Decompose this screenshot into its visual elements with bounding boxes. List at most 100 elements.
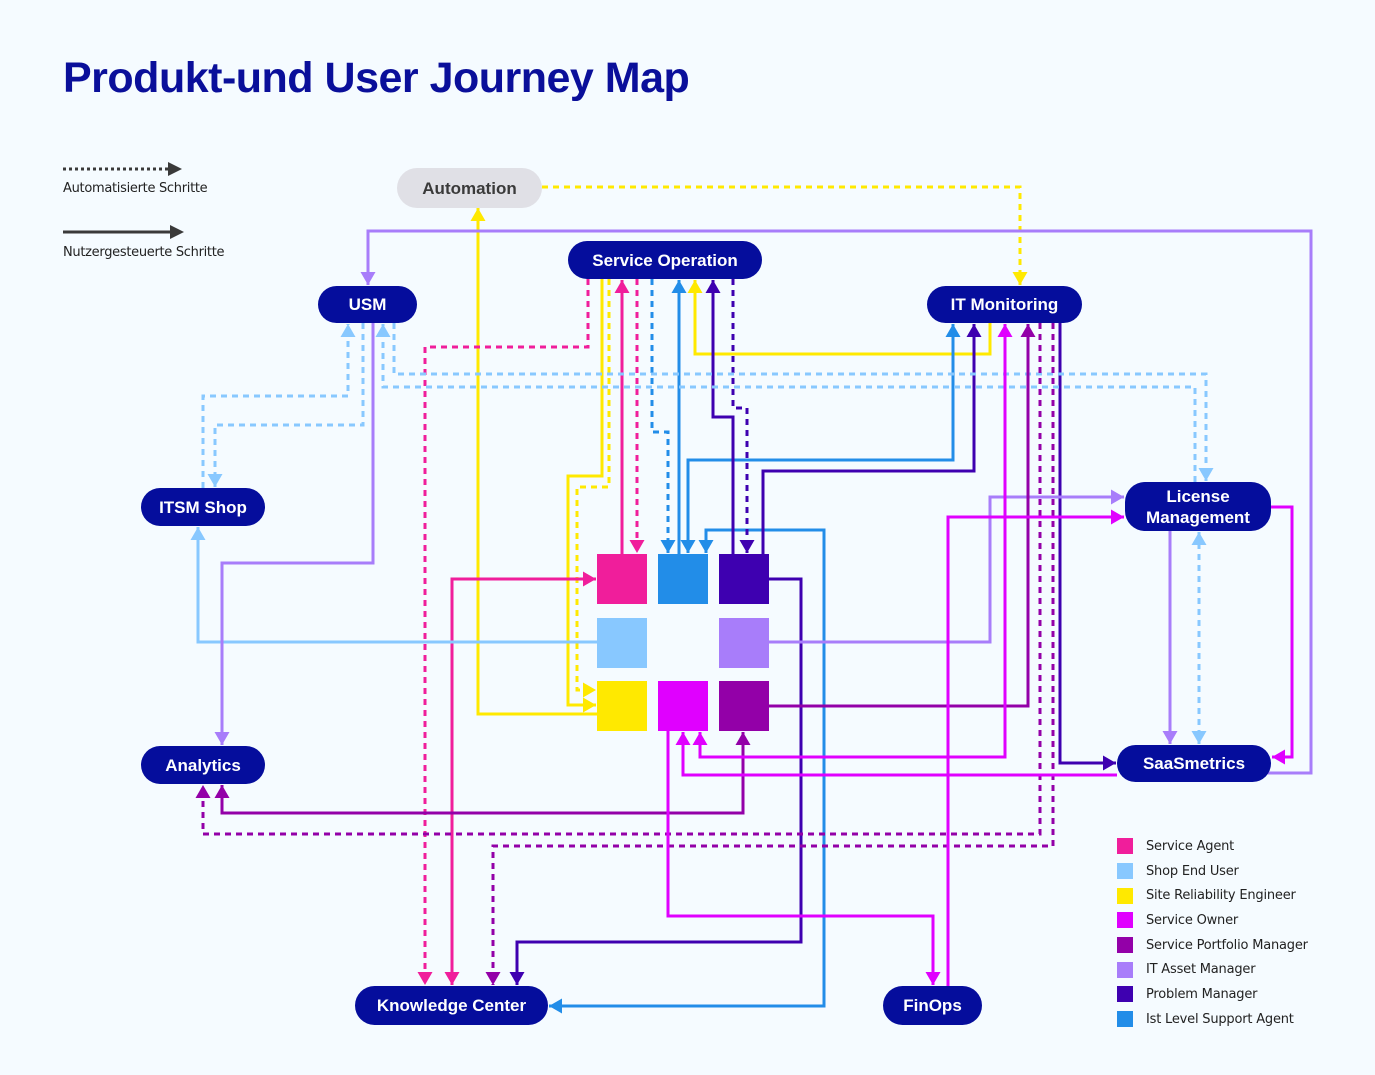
automated-steps-label: Automatisierte Schritte xyxy=(63,181,208,196)
arrowhead-icon xyxy=(1111,489,1124,505)
role-legend-label: Problem Manager xyxy=(1146,986,1258,1002)
connector-line xyxy=(666,731,935,985)
role-square-so xyxy=(658,681,708,731)
connector-line xyxy=(220,323,375,745)
connector-c3 xyxy=(566,279,604,713)
arrowhead-icon xyxy=(1272,749,1285,765)
user-step-arrowhead-icon xyxy=(170,225,184,239)
role-square-itam xyxy=(719,618,769,668)
arrowhead-icon xyxy=(195,785,211,798)
connector-line xyxy=(201,323,1042,836)
role-color-swatch xyxy=(1117,961,1133,978)
role-color-swatch xyxy=(1117,1011,1133,1028)
node-it-monitoring: IT Monitoring xyxy=(927,286,1082,323)
arrowhead-icon xyxy=(698,540,714,553)
node-knowledge-center: Knowledge Center xyxy=(355,986,548,1025)
role-legend-item: Ist Level Support Agent xyxy=(1117,1007,1308,1032)
arrowhead-icon xyxy=(945,324,961,337)
arrowhead-icon xyxy=(583,571,596,587)
arrowhead-icon xyxy=(1111,509,1124,525)
node-automation: Automation xyxy=(397,168,542,208)
role-legend-label: Shop End User xyxy=(1146,863,1239,879)
role-grid xyxy=(597,554,769,731)
connector-c10 xyxy=(650,279,676,553)
connector-c35 xyxy=(675,732,1117,777)
connector-line xyxy=(423,279,590,985)
connector-c36 xyxy=(946,509,1124,986)
connector-line xyxy=(946,515,1124,986)
role-legend-label: Ist Level Support Agent xyxy=(1146,1011,1294,1027)
connector-c20 xyxy=(201,324,356,488)
connector-line xyxy=(549,528,826,1008)
user-steps-label: Nutzergesteuerte Schritte xyxy=(63,245,225,260)
connector-line xyxy=(213,323,365,487)
connector-line xyxy=(476,208,597,716)
arrowhead-icon xyxy=(470,208,486,221)
arrowhead-icon xyxy=(340,324,356,337)
node-license-management: License Management xyxy=(1125,482,1271,531)
connector-c19 xyxy=(190,527,597,644)
arrowhead-icon xyxy=(705,280,721,293)
connector-line xyxy=(566,279,604,707)
connector-c6 xyxy=(614,280,630,554)
role-legend-label: IT Asset Manager xyxy=(1146,962,1256,978)
connector-line xyxy=(693,280,992,356)
connector-c27 xyxy=(1162,531,1178,744)
connector-c30 xyxy=(214,732,751,815)
connector-line xyxy=(201,324,350,488)
connector-c33 xyxy=(666,731,941,985)
arrowhead-icon xyxy=(1191,731,1207,744)
connector-line xyxy=(686,324,955,553)
node-service-operation: Service Operation xyxy=(568,241,762,279)
connector-c16 xyxy=(761,324,982,554)
connector-c34 xyxy=(692,324,1013,759)
arrowhead-icon xyxy=(614,280,630,293)
connector-line xyxy=(761,324,976,554)
connector-c1 xyxy=(542,185,1028,285)
arrowhead-icon xyxy=(997,324,1013,337)
connector-c15 xyxy=(731,279,755,553)
role-square-pm xyxy=(719,554,769,604)
connector-line xyxy=(392,323,1208,481)
arrowhead-icon xyxy=(417,972,433,985)
arrowhead-icon xyxy=(1020,324,1036,337)
node-itsm-shop: ITSM Shop xyxy=(141,488,265,526)
role-color-swatch xyxy=(1117,912,1133,929)
arrowhead-icon xyxy=(671,280,687,293)
connector-line xyxy=(731,279,749,553)
connector-c14 xyxy=(705,280,735,554)
connector-c8 xyxy=(417,279,590,985)
arrowhead-icon xyxy=(190,527,206,540)
arrowhead-icon xyxy=(735,732,751,745)
connector-line xyxy=(515,577,803,985)
connector-c29 xyxy=(769,324,1036,708)
arrowhead-icon xyxy=(360,272,376,285)
connector-c26 xyxy=(769,489,1124,644)
arrowhead-icon xyxy=(687,280,703,293)
arrowhead-icon xyxy=(739,540,755,553)
connector-line xyxy=(196,527,597,644)
connector-c12 xyxy=(680,324,961,553)
connector-c23 xyxy=(375,324,1197,482)
role-legend-label: Service Portfolio Manager xyxy=(1146,937,1308,953)
arrowhead-icon xyxy=(214,732,230,745)
role-color-swatch xyxy=(1117,887,1133,904)
connector-c25 xyxy=(214,323,375,745)
connector-line xyxy=(769,324,1030,708)
connector-c13 xyxy=(549,528,826,1014)
connector-c7 xyxy=(629,279,645,553)
connector-line xyxy=(769,495,1124,644)
arrowhead-icon xyxy=(692,732,708,745)
connector-c18 xyxy=(1058,323,1116,771)
connector-c24 xyxy=(1191,532,1207,744)
connector-line xyxy=(381,324,1197,482)
connector-line xyxy=(681,732,1117,777)
connector-c28 xyxy=(360,229,1313,775)
node-finops: FinOps xyxy=(883,986,982,1025)
role-legend-label: Service Agent xyxy=(1146,838,1235,854)
arrowhead-icon xyxy=(583,682,596,698)
role-legend-item: Problem Manager xyxy=(1117,982,1308,1007)
role-color-swatch xyxy=(1117,838,1133,855)
arrowhead-icon xyxy=(207,474,223,487)
arrowhead-icon xyxy=(444,972,460,985)
